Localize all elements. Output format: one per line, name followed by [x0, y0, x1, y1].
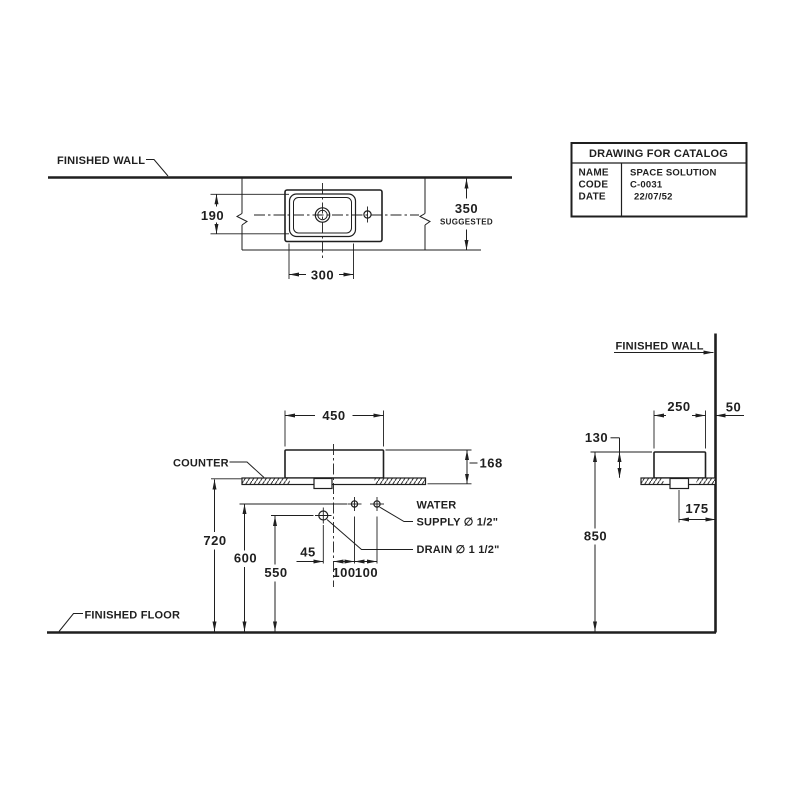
dim-bowl-width: 300 [311, 268, 334, 283]
plan-wall-label: FINISHED WALL [57, 155, 145, 167]
front-drain-stub [313, 477, 333, 490]
floor-leader [58, 613, 83, 632]
dim-supply-height: 600 [234, 551, 257, 566]
dim-wall-gap: 50 [726, 400, 741, 415]
water-supply-leader [379, 506, 413, 522]
title-block-code-value: C-0031 [630, 180, 663, 191]
side-dim-250: 250 [653, 399, 706, 449]
dim-basin-width: 450 [322, 408, 345, 423]
counter-label: COUNTER [173, 458, 229, 470]
front-dim-720: 720 [203, 479, 226, 632]
dim-counter-depth: 350 [455, 201, 478, 216]
water-supply-point-2 [373, 500, 381, 508]
front-water-supply-symbols [239, 497, 384, 564]
title-block-date-label: DATE [579, 192, 606, 203]
front-dim-450: 450 [284, 408, 384, 447]
title-block-name-value: SPACE SOLUTION [630, 168, 717, 179]
title-block-date-value: 22/07/52 [634, 192, 673, 203]
drain-leader [326, 519, 413, 550]
front-view: 450 [47, 408, 716, 634]
plan-basin [254, 183, 419, 259]
dim-drain-height: 550 [264, 565, 287, 580]
plan-wall-leader [146, 159, 169, 177]
plan-view: FINISHED WALL [48, 155, 512, 283]
dim-rim-height: 720 [203, 533, 226, 548]
water-supply-point-1 [350, 500, 359, 508]
water-supply-label-line1: WATER [417, 500, 457, 512]
floor-label: FINISHED FLOOR [85, 610, 181, 622]
dim-bowl-depth: 190 [201, 208, 224, 223]
side-dim-130: 130 [585, 430, 622, 478]
side-dim-850: 850 [584, 452, 607, 632]
plan-dim-190: 190 [201, 193, 289, 235]
front-dim-550: 550 [264, 516, 287, 632]
plan-counter-edges [235, 178, 481, 251]
title-block-code-label: CODE [579, 180, 609, 191]
plan-dim-350: 350 SUGGESTED [440, 178, 493, 250]
front-dim-168: 168 [385, 449, 503, 485]
drain-point [318, 510, 329, 521]
dim-supply-spacing-b: 100 [355, 565, 378, 580]
dim-basin-depth: 250 [667, 399, 690, 414]
dim-drain-from-wall: 175 [685, 501, 708, 516]
water-supply-label-line2: SUPPLY ∅ 1/2" [417, 517, 499, 529]
side-counter [640, 477, 717, 490]
dim-basin-height: 168 [480, 456, 503, 471]
dim-side-basin-height: 130 [585, 430, 608, 445]
side-dim-175: 175 [678, 490, 716, 523]
front-dim-600: 600 [234, 504, 257, 632]
drain-label: DRAIN ∅ 1 1/2" [417, 544, 500, 556]
front-dims-45-100-100: 45 100 100 [296, 545, 378, 580]
title-block-name-label: NAME [579, 168, 609, 179]
side-dim-50: 50 [715, 400, 744, 418]
front-drain-symbol [271, 507, 332, 564]
dim-drain-offset: 45 [300, 545, 315, 560]
title-block: DRAWING FOR CATALOG NAME SPACE SOLUTION … [570, 142, 748, 218]
counter-leader [229, 461, 265, 478]
dim-supply-spacing-a: 100 [332, 565, 355, 580]
side-wall-label: FINISHED WALL [616, 341, 704, 353]
side-drain-stub [669, 477, 690, 490]
title-block-header: DRAWING FOR CATALOG [589, 148, 728, 160]
dim-side-rim-height: 850 [584, 529, 607, 544]
plan-dim-300: 300 [288, 243, 354, 283]
dim-counter-depth-note: SUGGESTED [440, 218, 493, 227]
side-view: FINISHED WALL 250 50 130 [584, 333, 744, 633]
